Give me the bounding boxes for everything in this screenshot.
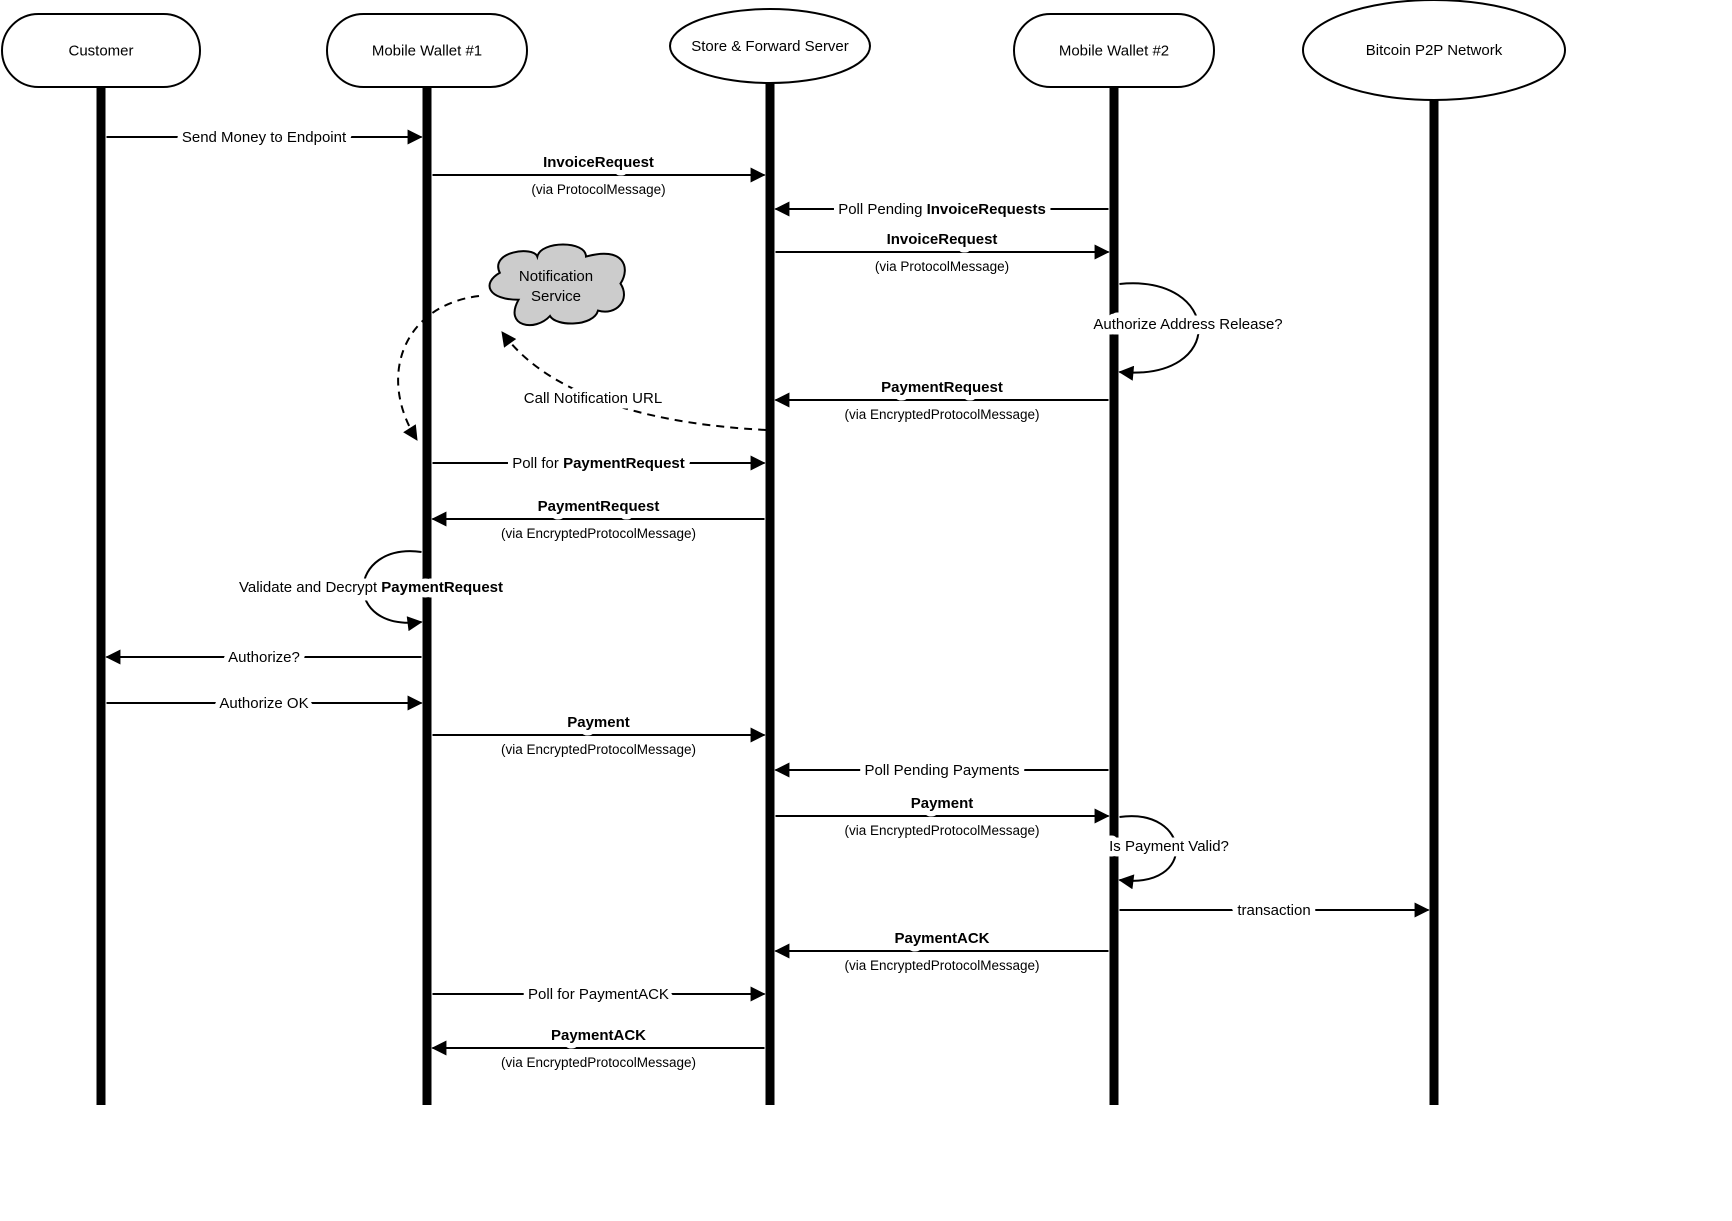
actor-label-wallet2: Mobile Wallet #2 — [1059, 43, 1169, 60]
actor-wallet2 — [1013, 13, 1215, 88]
self-loop-label-is-payment-valid: Is Payment Valid? — [1109, 838, 1229, 855]
message-sublabel-payment-request-to-server: (via EncryptedProtocolMessage) — [844, 407, 1039, 422]
message-label-invoice-request-to-wallet2: InvoiceRequest — [887, 231, 998, 248]
self-loop-label-validate-and-decrypt: Validate and Decrypt PaymentRequest — [239, 579, 503, 596]
actor-server — [669, 8, 871, 84]
message-sublabel-paymentack-to-wallet1: (via EncryptedProtocolMessage) — [501, 1055, 696, 1070]
message-sublabel-payment-request-to-wallet1: (via EncryptedProtocolMessage) — [501, 526, 696, 541]
dashed-link-call-notification-url — [501, 331, 767, 431]
message-label-authorize-question: Authorize? — [228, 649, 300, 666]
message-label-payment-to-server: Payment — [567, 714, 630, 731]
message-label-poll-pending-invoicerequests: Poll Pending InvoiceRequests — [838, 201, 1046, 218]
actor-network — [1302, 0, 1566, 101]
message-label-payment-to-wallet2: Payment — [911, 795, 974, 812]
message-label-paymentack-to-wallet1: PaymentACK — [551, 1027, 646, 1044]
message-label-poll-for-paymentack: Poll for PaymentACK — [528, 986, 669, 1003]
message-label-poll-for-paymentrequest: Poll for PaymentRequest — [512, 455, 685, 472]
actor-label-customer: Customer — [68, 43, 133, 60]
self-loop-label-authorize-address-release: Authorize Address Release? — [1093, 316, 1282, 333]
actor-label-wallet1: Mobile Wallet #1 — [372, 43, 482, 60]
message-label-payment-request-to-wallet1: PaymentRequest — [538, 498, 660, 515]
actor-customer — [1, 13, 201, 88]
message-sublabel-invoice-request-to-server: (via ProtocolMessage) — [531, 182, 665, 197]
message-sublabel-payment-to-wallet2: (via EncryptedProtocolMessage) — [844, 823, 1039, 838]
message-sublabel-paymentack-to-server: (via EncryptedProtocolMessage) — [844, 958, 1039, 973]
message-label-authorize-ok: Authorize OK — [219, 695, 308, 712]
cloud-label-1: Service — [531, 288, 581, 305]
message-label-send-money-to-endpoint: Send Money to Endpoint — [182, 129, 347, 146]
actor-wallet1 — [326, 13, 528, 88]
message-label-transaction: transaction — [1237, 902, 1310, 919]
actor-label-server: Store & Forward Server — [691, 38, 849, 55]
self-loop-is-payment-valid — [1118, 815, 1178, 890]
cloud-notification-service — [488, 243, 626, 327]
message-sublabel-invoice-request-to-wallet2: (via ProtocolMessage) — [875, 259, 1009, 274]
message-label-invoice-request-to-server: InvoiceRequest — [543, 154, 654, 171]
message-label-paymentack-to-server: PaymentACK — [894, 930, 989, 947]
dashed-link-label-call-notification-url: Call Notification URL — [524, 390, 662, 407]
self-loop-authorize-address-release — [1118, 282, 1200, 381]
message-label-payment-request-to-server: PaymentRequest — [881, 379, 1003, 396]
message-sublabel-payment-to-server: (via EncryptedProtocolMessage) — [501, 742, 696, 757]
message-label-poll-pending-payments: Poll Pending Payments — [864, 762, 1019, 779]
cloud-label-0: Notification — [519, 268, 593, 285]
self-loop-validate-and-decrypt — [362, 550, 423, 632]
actor-label-network: Bitcoin P2P Network — [1366, 42, 1503, 59]
